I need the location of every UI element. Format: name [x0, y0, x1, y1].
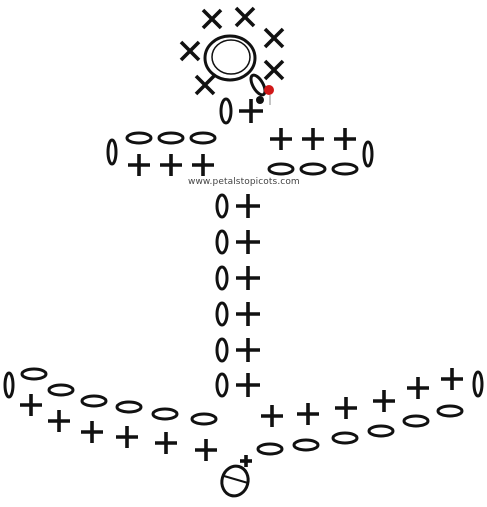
- chain-oval-icon: [220, 464, 250, 498]
- plus-stitch-icon: [335, 397, 357, 419]
- magic-ring-icon: [203, 34, 257, 82]
- chain-oval-icon: [20, 367, 48, 381]
- plus-stitch-icon: [236, 230, 260, 254]
- plus-stitch-icon: [407, 377, 429, 399]
- chain-oval-icon: [362, 140, 374, 168]
- plus-stitch-icon: [128, 154, 150, 176]
- chain-oval-icon: [190, 412, 218, 426]
- plus-stitch-icon: [441, 368, 463, 390]
- magic-ring-inner-icon: [211, 39, 251, 75]
- chain-oval-icon: [215, 265, 229, 291]
- chain-oval-icon: [367, 424, 395, 438]
- x-stitch-icon: [263, 27, 285, 49]
- plus-stitch-icon: [236, 194, 260, 218]
- plus-stitch-icon: [195, 439, 217, 461]
- chain-oval-icon: [80, 394, 108, 408]
- chain-oval-icon: [3, 371, 15, 399]
- tip-stitch-line: [223, 475, 249, 484]
- chain-oval-icon: [472, 370, 484, 398]
- chain-oval-icon: [106, 138, 118, 166]
- plus-stitch-icon: [81, 421, 103, 443]
- chain-oval-icon: [115, 400, 143, 414]
- chain-oval-icon: [267, 162, 295, 176]
- chain-oval-icon: [125, 131, 153, 145]
- x-stitch-icon: [234, 6, 256, 28]
- plus-stitch-icon: [155, 432, 177, 454]
- plus-stitch-icon: [20, 394, 42, 416]
- plus-stitch-icon: [116, 426, 138, 448]
- chain-oval-icon: [189, 131, 217, 145]
- chain-oval-icon: [331, 431, 359, 445]
- chain-oval-icon: [151, 407, 179, 421]
- plus-stitch-icon: [236, 302, 260, 326]
- plus-stitch-icon: [302, 128, 324, 150]
- plus-stitch-icon: [261, 405, 283, 427]
- plus-stitch-icon: [236, 338, 260, 362]
- plus-stitch-icon: [236, 266, 260, 290]
- x-stitch-icon: [179, 40, 201, 62]
- slip-stitch-dot-icon: [256, 96, 264, 104]
- chain-oval-icon: [47, 383, 75, 397]
- plus-stitch-icon: [236, 373, 260, 397]
- chain-oval-icon: [215, 193, 229, 219]
- chain-oval-icon: [436, 404, 464, 418]
- plus-stitch-icon: [160, 154, 182, 176]
- chain-oval-icon: [292, 438, 320, 452]
- chain-oval-icon: [215, 229, 229, 255]
- plus-stitch-icon: [334, 128, 356, 150]
- chain-oval-icon: [157, 131, 185, 145]
- plus-stitch-icon: [240, 455, 252, 467]
- plus-stitch-icon: [48, 410, 70, 432]
- watermark-text: www.petalstopicots.com: [188, 177, 300, 187]
- plus-stitch-icon: [297, 403, 319, 425]
- chain-oval-icon: [219, 97, 233, 125]
- plus-stitch-icon: [373, 390, 395, 412]
- plus-stitch-icon: [270, 128, 292, 150]
- x-stitch-icon: [201, 8, 223, 30]
- chain-oval-icon: [331, 162, 359, 176]
- chain-oval-icon: [215, 337, 229, 363]
- x-stitch-icon: [263, 59, 285, 81]
- stitch-marker-icon: [264, 85, 274, 95]
- chain-oval-icon: [256, 442, 284, 456]
- x-stitch-icon: [194, 74, 216, 96]
- chain-oval-icon: [215, 372, 229, 398]
- chain-oval-icon: [249, 73, 267, 97]
- chain-oval-icon: [402, 414, 430, 428]
- chain-oval-icon: [299, 162, 327, 176]
- chain-oval-icon: [215, 301, 229, 327]
- plus-stitch-icon: [192, 154, 214, 176]
- plus-stitch-icon: [239, 99, 263, 123]
